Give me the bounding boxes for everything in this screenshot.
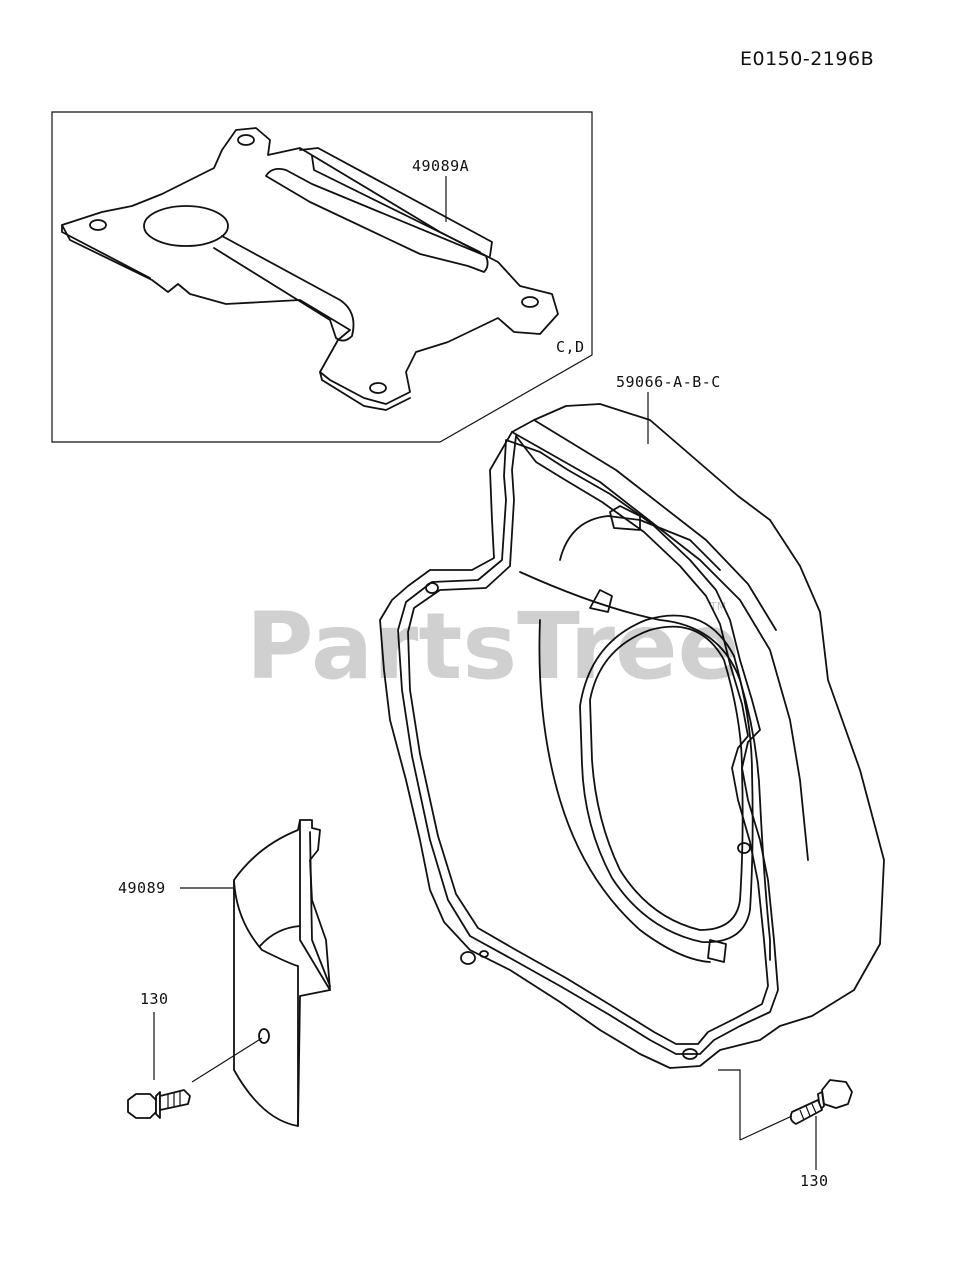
callout-130-right: 130 (800, 1172, 829, 1190)
bolt-right-axis (739, 1115, 793, 1141)
bolt-left-axis (191, 1037, 263, 1083)
callout-130-left: 130 (140, 990, 169, 1008)
gasket-plate (61, 127, 559, 411)
bolt-left (127, 1089, 191, 1119)
blower-shroud (379, 403, 885, 1140)
inset-note: C,D (556, 338, 585, 356)
bolt-right (789, 1079, 853, 1125)
cylinder-cover (233, 819, 331, 1127)
document-id: E0150-2196B (740, 48, 874, 70)
watermark-tm: TM (709, 600, 726, 613)
watermark: PartsTree (246, 593, 740, 700)
inset-box (51, 111, 593, 443)
callout-49089: 49089 (118, 879, 166, 897)
callout-59066: 59066-A-B-C (616, 373, 721, 391)
callout-49089A: 49089A (412, 157, 469, 175)
